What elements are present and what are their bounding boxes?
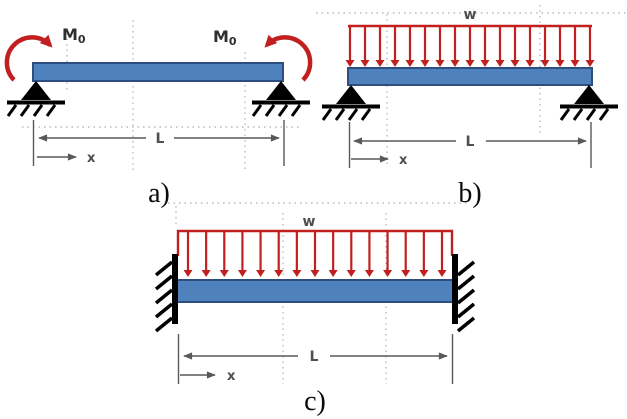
load-arrow-head	[495, 60, 505, 67]
load-boundary	[176, 229, 454, 256]
length-label-a: L	[156, 131, 165, 147]
load-label-b: w	[464, 7, 477, 23]
load-arrow-head	[419, 270, 429, 277]
load-arrow-head	[480, 60, 490, 67]
distributed-load-c	[176, 229, 454, 277]
grid-dots-c	[168, 202, 470, 384]
load-arrow-head	[364, 270, 374, 277]
load-arrow-head	[555, 60, 565, 67]
diagram-b: w L x	[316, 5, 626, 209]
load-arrow-head	[292, 270, 302, 277]
caption-b: b)	[458, 178, 481, 209]
x-label-a: x	[87, 151, 96, 166]
grid-dots-b	[316, 5, 626, 168]
x-axis-a: x	[37, 151, 96, 166]
load-arrow-head	[420, 60, 430, 67]
caption-a: a)	[148, 178, 170, 209]
length-label-b: L	[466, 134, 475, 150]
load-arrow-head	[375, 60, 385, 67]
load-arrow-head	[450, 60, 460, 67]
pin-support-right-b	[559, 85, 618, 121]
pin-support-left-a	[6, 81, 65, 117]
beam-c	[176, 279, 454, 303]
load-arrow-head	[346, 270, 356, 277]
moment-label-left: M0	[62, 25, 86, 46]
load-arrow-head	[345, 60, 355, 67]
load-arrow-head	[585, 60, 595, 67]
load-arrow-head	[256, 270, 266, 277]
load-arrow-head	[401, 270, 411, 277]
length-label-c: L	[310, 349, 319, 365]
load-arrow-head	[219, 270, 229, 277]
dimension-c: L	[177, 334, 454, 384]
fixed-support-left-c	[154, 254, 178, 333]
load-arrow-head	[274, 270, 284, 277]
load-arrow-head	[540, 60, 550, 67]
load-arrow-head	[360, 60, 370, 67]
load-arrow-head	[237, 270, 247, 277]
load-arrow-head	[525, 60, 535, 67]
x-axis-c: x	[180, 369, 236, 384]
moment-arrow-left	[4, 34, 53, 82]
load-arrow-head	[328, 270, 338, 277]
diagram-a: M0 M0 L x a)	[4, 20, 313, 209]
load-arrow-head	[201, 270, 211, 277]
fixed-support-right-c	[452, 254, 476, 333]
diagram-c: w L x	[154, 202, 476, 417]
load-arrow-head	[465, 60, 475, 67]
caption-c: c)	[304, 386, 326, 417]
distributed-load-b	[345, 24, 595, 67]
load-arrow-head	[183, 270, 193, 277]
load-label-c: w	[303, 214, 316, 230]
load-arrow-head	[570, 60, 580, 67]
beam-b	[347, 67, 593, 86]
moment-label-right: M0	[213, 27, 237, 48]
beam-a	[32, 62, 284, 82]
load-arrow-head	[510, 60, 520, 67]
load-arrow-head	[405, 60, 415, 67]
dimension-a: L	[32, 120, 285, 166]
load-arrow-head	[390, 60, 400, 67]
load-arrow-head	[435, 60, 445, 67]
load-arrow-head	[437, 270, 447, 277]
load-arrow-head	[310, 270, 320, 277]
dimension-b: L	[348, 122, 592, 168]
moment-arrow-right	[264, 34, 313, 82]
x-axis-b: x	[351, 153, 408, 168]
pin-support-left-b	[321, 85, 380, 121]
x-label-b: x	[399, 153, 408, 168]
pin-support-right-a	[251, 81, 310, 117]
load-arrow-head	[383, 270, 393, 277]
x-label-c: x	[227, 369, 236, 384]
